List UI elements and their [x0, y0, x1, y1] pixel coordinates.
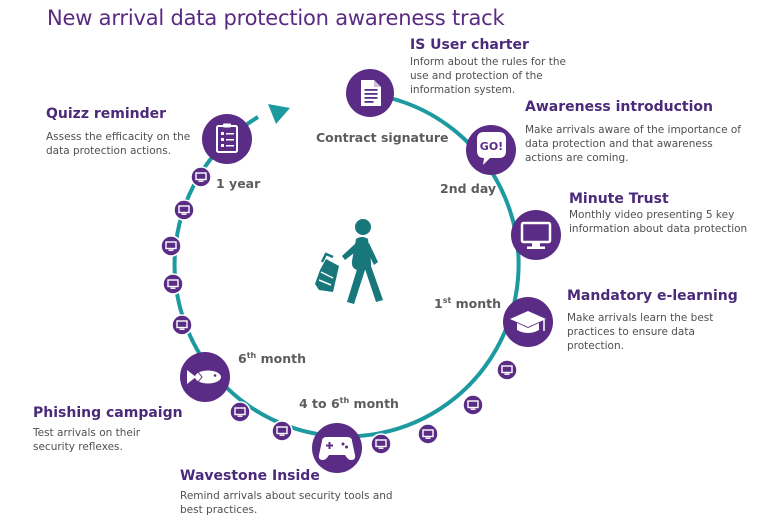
- suitcase-icon: [315, 252, 339, 292]
- checklist-icon: [216, 123, 238, 153]
- small-monitor-nodes: [160, 166, 518, 455]
- mandatory-elearning-description: Make arrivals learn the best practices t…: [567, 312, 714, 352]
- small-monitor-node: [160, 235, 182, 257]
- phishing-campaign-description: Test arrivals on their security reflexes…: [33, 427, 141, 453]
- go-speech-bubble-icon: GO!: [477, 132, 506, 165]
- small-monitor-node: [496, 359, 518, 381]
- phishing-campaign-heading: Phishing campaign: [33, 405, 183, 421]
- monitor-icon: [167, 279, 179, 289]
- monitor-icon: [501, 365, 513, 375]
- awareness-introduction-node: GO!: [466, 125, 516, 175]
- awareness-introduction-heading: Awareness introduction: [525, 99, 713, 115]
- mandatory-elearning-heading: Mandatory e-learning: [567, 288, 738, 304]
- monitor-icon: [178, 205, 190, 215]
- monitor-icon: [422, 429, 434, 439]
- monitor-icon: [176, 320, 188, 330]
- contract-signature-label: Contract signature: [316, 130, 449, 145]
- phishing-campaign-node: [180, 352, 230, 402]
- is-user-charter-heading: IS User charter: [410, 37, 529, 53]
- awareness-introduction-description: Make arrivals aware of the importance of…: [525, 124, 741, 164]
- monitor-icon: [234, 407, 246, 417]
- fish-icon: [187, 370, 221, 384]
- monitor-icon: [165, 241, 177, 251]
- four-to-sixth-month-label: 4 to 6th month: [299, 395, 399, 411]
- quizz-reminder-node: [202, 114, 252, 164]
- small-monitor-node: [370, 433, 392, 455]
- quizz-reminder-description: Assess the efficacity on the data protec…: [46, 131, 191, 157]
- quizz-reminder-heading: Quizz reminder: [46, 106, 167, 122]
- small-monitor-node: [190, 166, 212, 188]
- small-monitor-node: [271, 420, 293, 442]
- document-icon: [361, 80, 381, 106]
- small-monitor-node: [229, 401, 251, 423]
- svg-text:GO!: GO!: [480, 140, 503, 153]
- walking-person-icon: [342, 219, 383, 304]
- gamepad-icon: [318, 437, 356, 460]
- small-monitor-node: [171, 314, 193, 336]
- minute-trust-heading: Minute Trust: [569, 191, 669, 207]
- monitor-icon: [195, 172, 207, 182]
- graduation-cap-icon: [510, 311, 546, 333]
- diagram-title: New arrival data protection awareness tr…: [47, 6, 505, 30]
- timeline-arrowhead: [268, 104, 290, 124]
- monitor-icon: [520, 221, 552, 249]
- monitor-icon: [276, 426, 288, 436]
- one-year-label: 1 year: [216, 176, 261, 191]
- monitor-icon: [467, 400, 479, 410]
- wavestone-inside-description: Remind arrivals about security tools and…: [180, 490, 393, 516]
- wavestone-inside-heading: Wavestone Inside: [180, 468, 320, 484]
- first-month-label: 1st month: [434, 295, 502, 311]
- small-monitor-node: [462, 394, 484, 416]
- small-monitor-node: [162, 273, 184, 295]
- minute-trust-node: [511, 210, 561, 260]
- wavestone-inside-node: [312, 423, 362, 473]
- mandatory-elearning-node: [503, 297, 553, 347]
- minute-trust-description: Monthly video presenting 5 key informati…: [569, 209, 748, 235]
- is-user-charter-description: Inform about the rules for the use and p…: [410, 56, 566, 96]
- second-day-label: 2nd day: [440, 181, 497, 196]
- is-user-charter-node: [346, 69, 394, 117]
- small-monitor-node: [173, 199, 195, 221]
- sixth-month-label: 6th month: [238, 350, 306, 366]
- monitor-icon: [375, 439, 387, 449]
- small-monitor-node: [417, 423, 439, 445]
